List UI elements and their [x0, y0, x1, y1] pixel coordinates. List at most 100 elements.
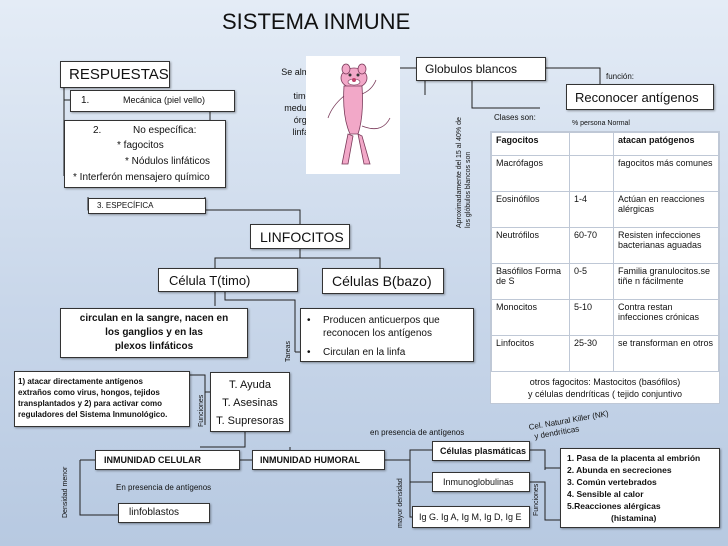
table-cell: se transforman en otros	[613, 335, 719, 372]
linfoblastos-box: linfoblastos	[118, 503, 210, 523]
funciones-vertical-label: Funciones	[198, 394, 205, 427]
celula-t-funciones-note: 1) atacar directamente antígenos extraño…	[14, 371, 190, 427]
globulos-table: Fagocitos atacan patógenos Macrófagos fa…	[491, 132, 719, 372]
mayor-densidad-label: mayor densidad	[397, 478, 404, 528]
celula-b-label: Células B(bazo)	[332, 273, 432, 289]
ig-tipos-label: Ig G. Ig A, Ig M, Ig D, Ig E	[419, 512, 522, 522]
humoral-funcion: 1. Pasa de la placenta al embrión	[567, 453, 701, 463]
respuestas-box: RESPUESTAS	[60, 61, 170, 88]
presencia-antigenos-2: en presencia de antígenos	[370, 428, 465, 437]
celula-t-tipos-box: T. Ayuda T. Asesinas T. Supresoras	[210, 372, 290, 432]
table-row: Linfocitos 25-30 se transforman en otros	[491, 335, 719, 372]
t-tipo: T. Asesinas	[222, 397, 278, 409]
table-row: Macrófagos fagocitos más comunes	[491, 155, 719, 192]
side-note-line: los glóbulos blancos son	[465, 151, 472, 228]
celula-t-circulan-box: circulan en la sangre, nacen en los gang…	[60, 308, 248, 358]
humoral-funcion: 5.Reacciones alérgicas	[567, 501, 661, 511]
table-row: Monocitos 5-10 Contra restan infecciones…	[491, 299, 719, 336]
funcion-label: función:	[606, 72, 635, 81]
funciones-note-line: reguladores del Sistema Inmunológico.	[18, 410, 168, 419]
table-footer: otros fagocitos: Mastocitos (basófilos) …	[491, 372, 719, 403]
table-cell: Familia granulocitos.se tiñe n fácilment…	[613, 263, 719, 300]
respuesta-mecanica-box: 1. Mecánica (piel vello)	[70, 90, 235, 112]
humoral-funcion: 3. Común vertebrados	[567, 477, 657, 487]
humoral-funcion: 2. Abunda en secreciones	[567, 465, 672, 475]
respuesta-no-especifica-title: No específica:	[133, 125, 197, 136]
inmunoglobulinas-label: Inmunoglobulinas	[443, 477, 514, 487]
table-footer-line: y células dendríticas ( tejido conjuntiv…	[527, 389, 683, 399]
celula-t-box: Célula T(timo)	[158, 268, 298, 292]
table-footer-line: otros fagocitos: Mastocitos (basófilos)	[529, 377, 681, 387]
table-cell: Eosinófilos	[491, 191, 570, 228]
table-cell: Contra restan infecciones crónicas	[613, 299, 719, 336]
linfoblastos-label: linfoblastos	[129, 507, 180, 518]
celula-b-bullet: •	[307, 315, 311, 326]
table-cell	[569, 155, 614, 192]
respuesta-especifica-label: 3. ESPECÍFICA	[97, 201, 154, 210]
celulas-plasmaticas-label: Células plasmáticas	[440, 446, 527, 456]
table-cell: 1-4	[569, 191, 614, 228]
table-header-cell	[569, 132, 614, 156]
linfocitos-label: LINFOCITOS	[260, 229, 344, 245]
table-cell: Linfocitos	[491, 335, 570, 372]
pink-panther-image	[306, 56, 400, 174]
ig-tipos-box: Ig G. Ig A, Ig M, Ig D, Ig E	[412, 506, 530, 528]
globulos-blancos-label: Globulos blancos	[425, 62, 518, 76]
linfocitos-box: LINFOCITOS	[250, 224, 350, 249]
funciones-vertical-label-2: Funciones	[533, 483, 540, 516]
respuesta-mecanica-text: Mecánica (piel vello)	[123, 95, 206, 105]
funciones-note-line: 1) atacar directamente antígenos	[18, 377, 143, 386]
respuesta-no-especifica-num: 2.	[93, 125, 102, 136]
table-cell: 60-70	[569, 227, 614, 264]
funciones-note-line: transplantados y 2) para activar como	[18, 399, 163, 408]
humoral-funciones-box: 1. Pasa de la placenta al embrión 2. Abu…	[560, 448, 720, 528]
circulan-line: los ganglios y en las	[105, 327, 203, 338]
humoral-funcion: 4. Sensible al calor	[567, 489, 644, 499]
circulan-line: plexos linfáticos	[114, 341, 194, 352]
table-cell: Resisten infecciones bacterianas aguadas	[613, 227, 719, 264]
t-tipo: T. Supresoras	[216, 415, 284, 427]
clases-label: Clases son:	[494, 113, 536, 122]
circulan-line: circulan en la sangre, nacen en	[79, 313, 229, 324]
t-tipo: T. Ayuda	[229, 379, 271, 391]
celula-b-bullet-text: Producen anticuerpos que reconocen los a…	[323, 315, 440, 339]
celulas-plasmaticas-box: Células plasmáticas	[432, 441, 530, 461]
table-cell: Actúan en reacciones alérgicas	[613, 191, 719, 228]
table-cell: Macrófagos	[491, 155, 570, 192]
respuesta-item: * Nódulos linfáticos	[125, 156, 211, 167]
inmunidad-humoral-box: INMUNIDAD HUMORAL	[252, 450, 385, 470]
table-cell: Neutrófilos	[491, 227, 570, 264]
inmunidad-celular-box: INMUNIDAD CELULAR	[95, 450, 240, 470]
pink-panther-icon	[327, 63, 391, 165]
table-row: Eosinófilos 1-4 Actúan en reacciones alé…	[491, 191, 719, 228]
celula-b-bullets-box: • Producen anticuerpos que reconocen los…	[300, 308, 474, 362]
table-header-row: Fagocitos atacan patógenos	[491, 132, 719, 156]
porcentaje-label: % persona Normal	[572, 120, 630, 127]
page-title: SISTEMA INMUNE	[222, 9, 411, 34]
globulos-table-wrap: Fagocitos atacan patógenos Macrófagos fa…	[490, 131, 720, 404]
table-cell: 25-30	[569, 335, 614, 372]
table-cell: fagocitos más comunes	[613, 155, 719, 192]
inmunidad-celular-label: INMUNIDAD CELULAR	[104, 455, 201, 465]
table-header-cell: atacan patógenos	[613, 132, 719, 156]
globulos-side-note: Aproximadamente del 15 al 40% de los gló…	[455, 117, 473, 228]
presencia-antigenos-1: En presencia de antígenos	[116, 483, 212, 492]
humoral-funcion: (histamina)	[611, 513, 657, 523]
respuesta-especifica-box: 3. ESPECÍFICA	[88, 198, 206, 214]
celula-b-bullet: •	[307, 347, 311, 358]
table-cell: Basófilos Forma de S	[491, 263, 570, 300]
table-row: Neutrófilos 60-70 Resisten infecciones b…	[491, 227, 719, 264]
respuesta-no-especifica-box: 2. No específica: * fagocitos * Nódulos …	[64, 120, 226, 188]
funcion-text: Reconocer antígenos	[575, 90, 699, 105]
side-note-line: Aproximadamente del 15 al 40% de	[456, 117, 463, 228]
densidad-menor-label: Densidad menor	[62, 466, 69, 518]
table-cell: 0-5	[569, 263, 614, 300]
inmunidad-humoral-label: INMUNIDAD HUMORAL	[260, 455, 360, 465]
funcion-box: Reconocer antígenos	[566, 84, 714, 110]
tareas-vertical-label: Tareas	[285, 340, 292, 362]
celula-t-label: Célula T(timo)	[169, 273, 251, 288]
globulos-blancos-box: Globulos blancos	[416, 57, 546, 81]
funciones-note-line: extraños como virus, hongos, tejidos	[18, 388, 160, 397]
celula-b-box: Células B(bazo)	[322, 268, 444, 294]
